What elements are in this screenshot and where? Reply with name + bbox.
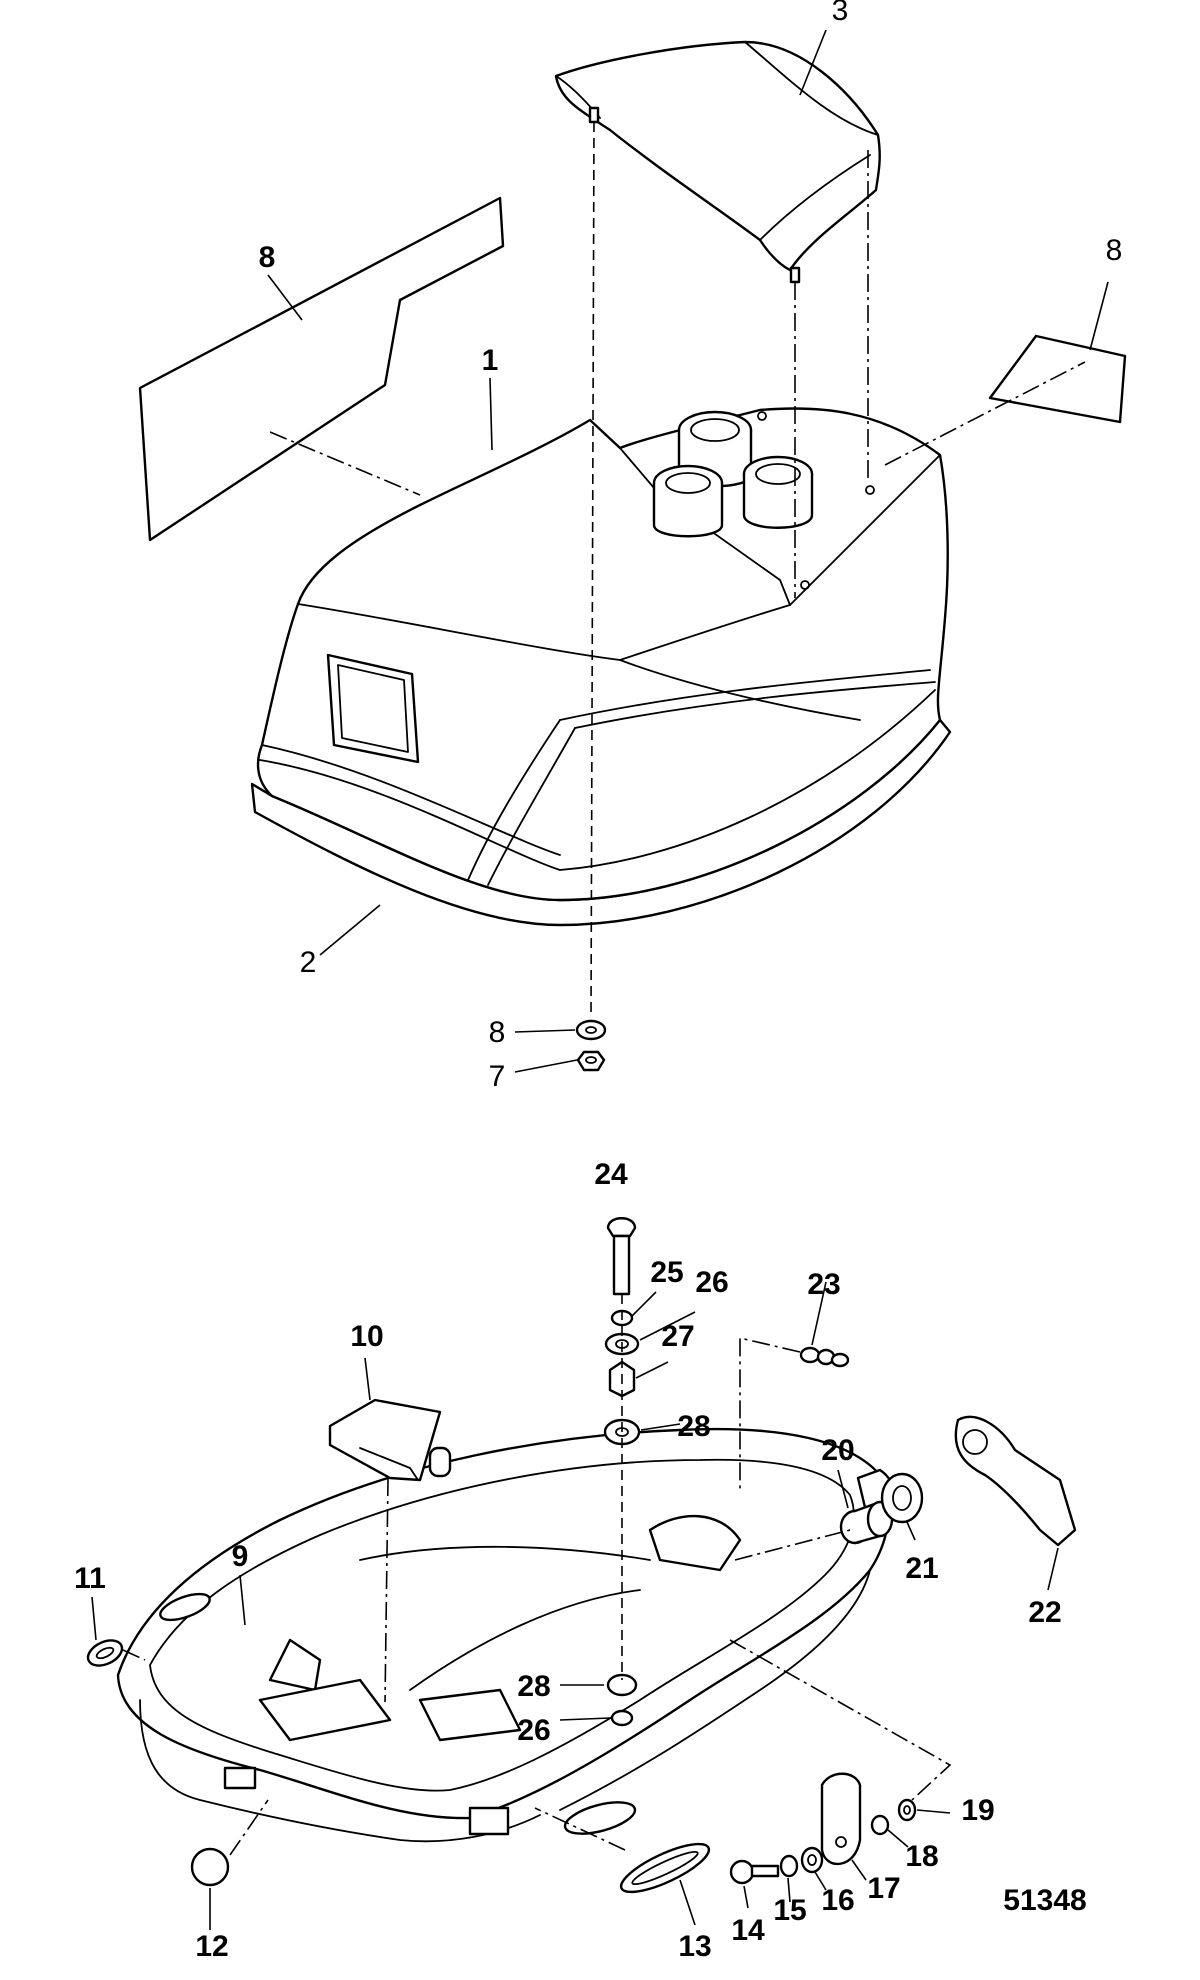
callout-7: 7 <box>489 1060 506 1093</box>
callout-14: 14 <box>731 1914 765 1947</box>
latch-lever-part <box>328 1398 442 1482</box>
callout-23: 23 <box>807 1268 840 1301</box>
callout-22: 22 <box>1028 1596 1061 1629</box>
callout-15: 15 <box>773 1894 806 1927</box>
callout-12: 12 <box>195 1930 228 1963</box>
flat-washer-part <box>800 1846 824 1874</box>
top-cowl-part <box>250 407 952 927</box>
callout-8-washer: 8 <box>489 1016 506 1049</box>
callout-8-right: 8 <box>1106 234 1123 267</box>
washer-part <box>575 1019 607 1041</box>
top-assembly-lines <box>267 29 1109 1073</box>
small-screw-part <box>799 1346 850 1368</box>
callout-20: 20 <box>821 1434 854 1467</box>
bottom-assembly-lines <box>91 1281 1059 1930</box>
spring-part <box>870 1814 890 1836</box>
callout-25: 25 <box>650 1256 683 1289</box>
callout-13: 13 <box>678 1930 711 1963</box>
callout-19: 19 <box>961 1794 994 1827</box>
callout-10: 10 <box>350 1320 383 1353</box>
callout-3: 3 <box>832 0 849 27</box>
callout-26-top: 26 <box>695 1266 728 1299</box>
callout-26-bottom: 26 <box>517 1714 550 1747</box>
callout-1: 1 <box>482 344 499 377</box>
callout-8-left: 8 <box>259 241 276 274</box>
mount-grommet-bottom-part <box>606 1673 638 1697</box>
grommet-part <box>86 1639 124 1667</box>
callout-24: 24 <box>594 1158 628 1191</box>
bolt-part <box>606 1217 637 1296</box>
callout-28-bottom: 28 <box>517 1670 550 1703</box>
callout-17: 17 <box>867 1872 900 1905</box>
callout-9: 9 <box>232 1540 249 1573</box>
figure-number: 51348 <box>1003 1884 1086 1917</box>
bottom-cowl-part <box>116 1427 896 1843</box>
callout-28-top: 28 <box>677 1410 710 1443</box>
seal-part <box>619 1842 711 1894</box>
callout-18: 18 <box>905 1840 938 1873</box>
retainer-part <box>897 1798 917 1822</box>
left-decal-part <box>138 196 505 542</box>
right-decal-part <box>988 334 1127 424</box>
callout-2: 2 <box>300 946 317 979</box>
callout-16: 16 <box>821 1884 854 1917</box>
nut-part <box>576 1050 606 1072</box>
bushing-ring-part <box>880 1472 924 1524</box>
link-lever-part <box>820 1772 862 1866</box>
callout-11: 11 <box>74 1562 106 1595</box>
lock-washer-part <box>779 1854 799 1878</box>
screw-part <box>729 1859 780 1885</box>
handle-cover-part <box>554 40 881 284</box>
callout-27: 27 <box>661 1320 694 1353</box>
callout-21: 21 <box>905 1552 938 1585</box>
plug-part <box>190 1847 230 1887</box>
latch-handle-part <box>954 1415 1077 1547</box>
washer-bottom-part <box>610 1709 634 1727</box>
